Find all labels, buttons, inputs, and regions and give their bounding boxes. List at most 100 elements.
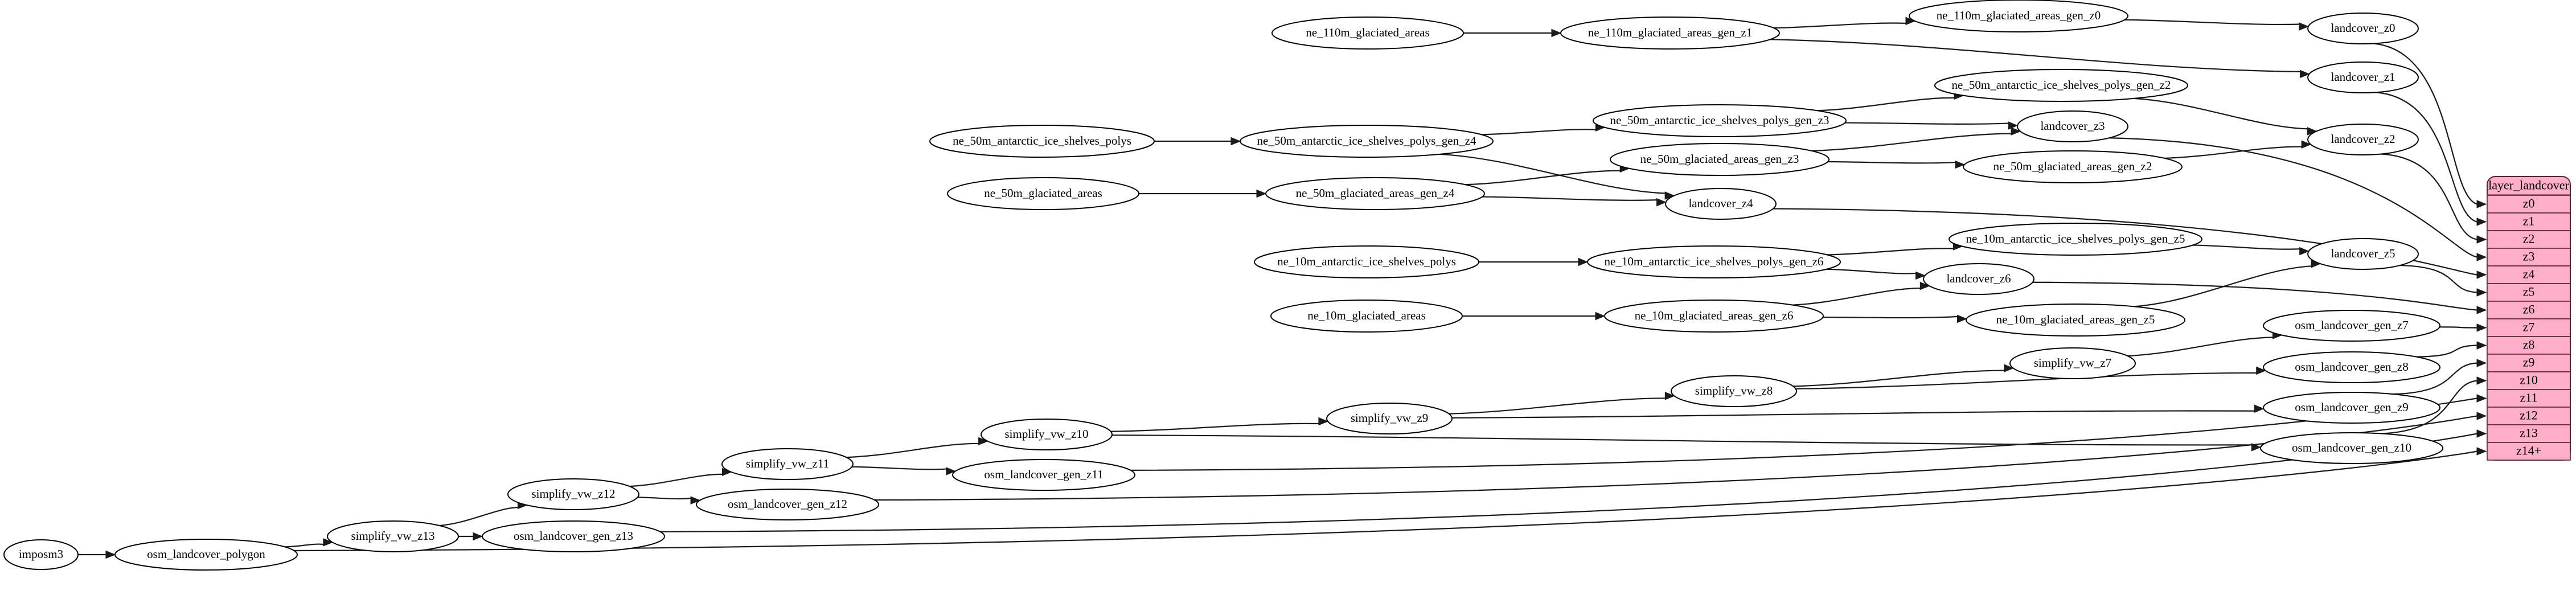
node-ellipse[interactable] (327, 520, 459, 552)
graph-node[interactable]: ne_10m_glaciated_areas_gen_z6 (1604, 300, 1824, 333)
node-ellipse[interactable] (1665, 188, 1777, 220)
graph-node[interactable]: simplify_vw_z9 (1326, 403, 1453, 434)
node-ellipse[interactable] (952, 459, 1135, 491)
node-ellipse[interactable] (2263, 392, 2440, 424)
table-row[interactable]: z7 (2487, 318, 2571, 337)
graph-node[interactable]: ne_110m_glaciated_areas_gen_z1 (1560, 17, 1780, 50)
node-ellipse[interactable] (2263, 310, 2440, 342)
node-ellipse[interactable] (1587, 245, 1841, 278)
node-ellipse[interactable] (1934, 69, 2188, 102)
graph-node[interactable]: simplify_vw_z10 (981, 419, 1113, 450)
graph-node[interactable]: landcover_z3 (2017, 110, 2128, 142)
node-ellipse[interactable] (721, 448, 854, 480)
node-ellipse[interactable] (2307, 61, 2419, 93)
table-row[interactable]: z11 (2487, 389, 2571, 408)
table-row[interactable]: z0 (2487, 195, 2571, 214)
graph-node[interactable]: simplify_vw_z13 (327, 520, 459, 552)
node-ellipse[interactable] (2263, 351, 2440, 383)
graph-node[interactable]: simplify_vw_z8 (1671, 375, 1797, 407)
graph-node[interactable]: simplify_vw_z12 (507, 478, 639, 510)
graph-node[interactable]: landcover_z0 (2307, 13, 2419, 44)
node-ellipse[interactable] (1963, 150, 2183, 183)
node-ellipse[interactable] (2307, 13, 2419, 44)
node-ellipse[interactable] (1966, 304, 2185, 337)
node-ellipse[interactable] (981, 419, 1113, 450)
table-row-cell[interactable] (2487, 195, 2571, 214)
table-row[interactable]: z12 (2487, 407, 2571, 425)
table-row-cell[interactable] (2487, 283, 2571, 302)
node-ellipse[interactable] (2009, 347, 2136, 379)
node-ellipse[interactable] (507, 478, 639, 510)
graph-node[interactable]: landcover_z4 (1665, 188, 1777, 220)
layer-landcover-table[interactable]: layer_landcoverz0z1z2z3z4z5z6z7z8z9z10z1… (2487, 176, 2571, 461)
table-row[interactable]: z5 (2487, 283, 2571, 302)
node-ellipse[interactable] (1265, 177, 1485, 210)
node-ellipse[interactable] (1604, 300, 1824, 333)
table-row-cell[interactable] (2487, 336, 2571, 355)
node-ellipse[interactable] (929, 125, 1155, 158)
table-row[interactable]: z8 (2487, 336, 2571, 355)
node-ellipse[interactable] (1949, 223, 2202, 256)
graph-node[interactable]: landcover_z1 (2307, 61, 2419, 93)
graph-node[interactable]: ne_50m_antarctic_ice_shelves_polys (929, 125, 1155, 158)
graph-node[interactable]: landcover_z2 (2307, 124, 2419, 155)
table-row-cell[interactable] (2487, 389, 2571, 408)
graph-node[interactable]: ne_10m_antarctic_ice_shelves_polys_gen_z… (1949, 223, 2202, 256)
node-ellipse[interactable] (114, 539, 298, 571)
table-row-cell[interactable] (2487, 318, 2571, 337)
node-ellipse[interactable] (1326, 403, 1453, 434)
table-row[interactable]: z14+ (2487, 442, 2571, 461)
table-row-cell[interactable] (2487, 248, 2571, 266)
graph-node[interactable]: osm_landcover_gen_z12 (696, 489, 879, 520)
graph-node[interactable]: simplify_vw_z7 (2009, 347, 2136, 379)
node-ellipse[interactable] (2307, 124, 2419, 155)
table-row-cell[interactable] (2487, 230, 2571, 249)
table-row[interactable]: z4 (2487, 265, 2571, 284)
node-ellipse[interactable] (1671, 375, 1797, 407)
node-ellipse[interactable] (1560, 17, 1780, 50)
node-ellipse[interactable] (2260, 432, 2443, 464)
table-row[interactable]: z6 (2487, 301, 2571, 319)
node-ellipse[interactable] (2017, 110, 2128, 142)
node-ellipse[interactable] (1271, 17, 1464, 50)
graph-node[interactable]: ne_50m_antarctic_ice_shelves_polys_gen_z… (1240, 125, 1494, 158)
node-ellipse[interactable] (1593, 104, 1847, 137)
table-row-cell[interactable] (2487, 442, 2571, 461)
node-ellipse[interactable] (696, 489, 879, 520)
graph-node[interactable]: ne_50m_antarctic_ice_shelves_polys_gen_z… (1593, 104, 1847, 137)
graph-node[interactable]: osm_landcover_gen_z10 (2260, 432, 2443, 464)
node-ellipse[interactable] (947, 177, 1139, 210)
table-row[interactable]: z1 (2487, 212, 2571, 231)
graph-node[interactable]: osm_landcover_gen_z9 (2263, 392, 2440, 424)
graph-node[interactable]: ne_10m_glaciated_areas_gen_z5 (1966, 304, 2185, 337)
node-ellipse[interactable] (1240, 125, 1494, 158)
graph-node[interactable]: simplify_vw_z11 (721, 448, 854, 480)
node-ellipse[interactable] (1610, 143, 1830, 176)
node-ellipse[interactable] (482, 520, 665, 552)
table-row[interactable]: z10 (2487, 371, 2571, 390)
graph-node[interactable]: ne_50m_antarctic_ice_shelves_polys_gen_z… (1934, 69, 2188, 102)
node-ellipse[interactable] (1909, 0, 2128, 32)
graph-node[interactable]: ne_10m_antarctic_ice_shelves_polys_gen_z… (1587, 245, 1841, 278)
table-row-cell[interactable] (2487, 424, 2571, 443)
node-ellipse[interactable] (2307, 238, 2419, 270)
graph-node[interactable]: osm_landcover_gen_z13 (482, 520, 665, 552)
table-row-cell[interactable] (2487, 354, 2571, 372)
graph-node[interactable]: osm_landcover_polygon (114, 539, 298, 571)
node-ellipse[interactable] (1254, 245, 1479, 278)
graph-node[interactable]: ne_110m_glaciated_areas (1271, 17, 1464, 50)
graph-node[interactable]: ne_50m_glaciated_areas_gen_z4 (1265, 177, 1485, 210)
node-ellipse[interactable] (1923, 263, 2034, 295)
graph-node[interactable]: landcover_z5 (2307, 238, 2419, 270)
graph-node[interactable]: ne_10m_antarctic_ice_shelves_polys (1254, 245, 1479, 278)
graph-node[interactable]: osm_landcover_gen_z8 (2263, 351, 2440, 383)
graph-node[interactable]: ne_50m_glaciated_areas_gen_z3 (1610, 143, 1830, 176)
table-row-cell[interactable] (2487, 212, 2571, 231)
graph-node[interactable]: landcover_z6 (1923, 263, 2034, 295)
table-row[interactable]: z9 (2487, 354, 2571, 372)
graph-node[interactable]: ne_50m_glaciated_areas (947, 177, 1139, 210)
table-row[interactable]: z3 (2487, 248, 2571, 266)
graph-node[interactable]: ne_10m_glaciated_areas (1270, 300, 1463, 333)
table-row[interactable]: z13 (2487, 424, 2571, 443)
graph-node[interactable]: imposm3 (3, 539, 79, 570)
